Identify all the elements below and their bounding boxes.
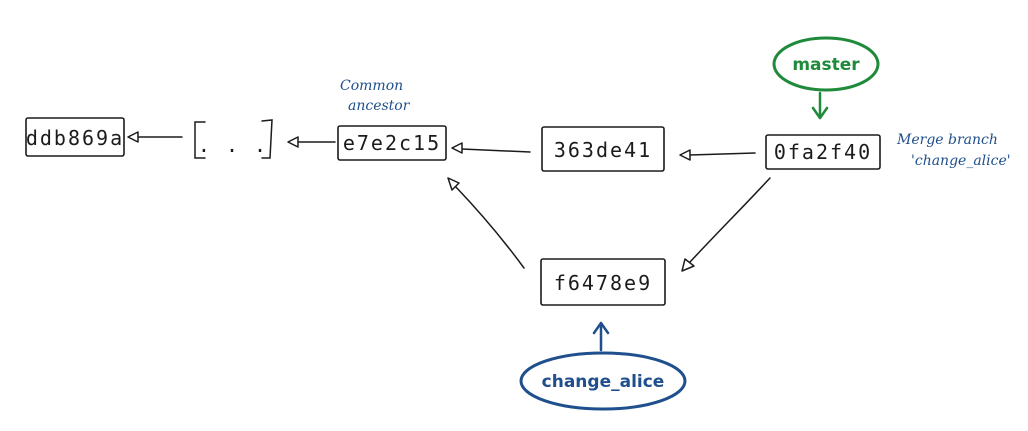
common-ancestor-line1: Common bbox=[340, 78, 403, 94]
arrowhead bbox=[451, 142, 463, 154]
commit-box bbox=[765, 134, 881, 170]
commit-0fa2f40: 0fa2f40 bbox=[765, 134, 881, 170]
edge-0fa2f40-to-363de41 bbox=[679, 149, 756, 161]
edge-f6478e9-to-e7e2c15 bbox=[447, 177, 525, 269]
arrowhead bbox=[447, 177, 460, 191]
branch-change-alice: change_alice bbox=[519, 321, 687, 411]
branch-ellipse bbox=[772, 36, 880, 92]
arrowhead bbox=[287, 136, 299, 148]
arrowhead bbox=[127, 131, 139, 143]
edge-line bbox=[689, 152, 756, 156]
commit-box bbox=[25, 117, 125, 157]
merge-note-line2: 'change_alice' bbox=[911, 153, 1011, 169]
edge-363de41-to-e7e2c15 bbox=[451, 142, 531, 154]
arrowhead bbox=[681, 258, 695, 272]
commit-box bbox=[540, 258, 666, 306]
branch-label: change_alice bbox=[542, 372, 665, 392]
edge-line bbox=[689, 177, 771, 263]
branch-arrowhead bbox=[811, 106, 829, 120]
omitted-commits: . . . bbox=[198, 133, 268, 157]
right-bracket bbox=[261, 119, 273, 159]
commit-hash: 0fa2f40 bbox=[774, 140, 872, 164]
common-ancestor-line2: ancestor bbox=[348, 98, 411, 114]
edge-line bbox=[461, 148, 531, 153]
left-bracket bbox=[194, 121, 206, 159]
edge-0fa2f40-to-f6478e9 bbox=[681, 177, 771, 272]
edge-e7e2c15-to-ellipsis bbox=[287, 136, 336, 148]
commit-f6478e9: f6478e9 bbox=[540, 258, 666, 306]
branch-label: master bbox=[792, 55, 860, 75]
merge-commit-note: Merge branch 'change_alice' bbox=[896, 132, 1011, 169]
branch-master: master bbox=[772, 36, 880, 120]
commit-ddb869a: ddb869a bbox=[25, 117, 125, 157]
common-ancestor-note: Common ancestor bbox=[340, 78, 411, 114]
merge-note-line1: Merge branch bbox=[896, 132, 998, 148]
branch-ellipse bbox=[519, 351, 687, 411]
commit-box bbox=[541, 126, 665, 172]
arrowhead bbox=[679, 149, 691, 161]
commit-hash: f6478e9 bbox=[554, 271, 652, 295]
commit-ellipsis: . . . bbox=[194, 119, 273, 159]
commit-e7e2c15: e7e2c15 bbox=[337, 125, 447, 161]
edge-ellipsis-to-ddb869a bbox=[127, 131, 183, 143]
edge-line bbox=[454, 185, 525, 269]
commit-363de41: 363de41 bbox=[541, 126, 665, 172]
commit-hash: 363de41 bbox=[554, 138, 652, 162]
commit-box bbox=[337, 125, 447, 161]
commit-hash: e7e2c15 bbox=[343, 131, 441, 155]
branch-arrowhead bbox=[592, 321, 610, 335]
commit-hash: ddb869a bbox=[26, 126, 124, 150]
